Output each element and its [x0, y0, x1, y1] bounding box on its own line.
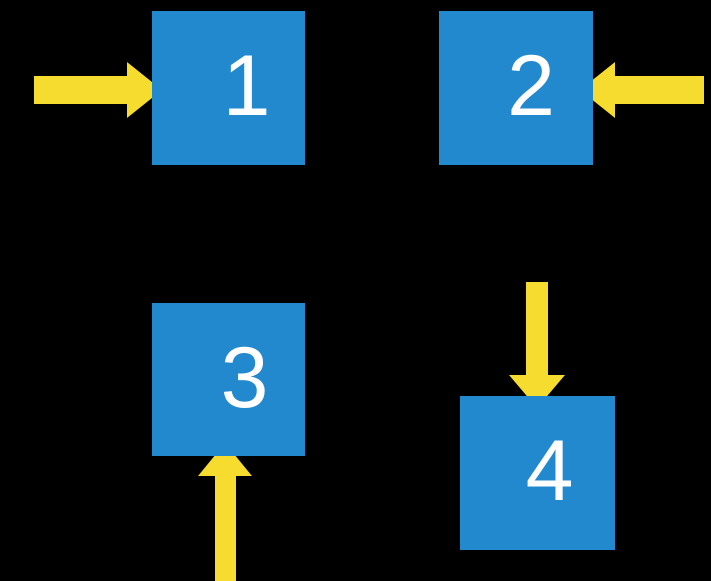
- node-label-3: 3: [220, 329, 269, 426]
- arrow-left-shape: [580, 62, 704, 118]
- arrow-down-into-node-4: [509, 282, 565, 408]
- node-label-2: 2: [507, 38, 555, 134]
- arrow-right-shape: [34, 62, 162, 118]
- arrow-left-into-node-2: [580, 62, 704, 118]
- arrow-up-into-node-3: [198, 443, 252, 581]
- arrow-right-into-node-1: [34, 62, 162, 118]
- node-box-4[interactable]: 4: [460, 396, 615, 550]
- node-box-1[interactable]: 1: [152, 11, 305, 165]
- node-label-1: 1: [222, 38, 271, 134]
- arrow-down-shape: [509, 282, 565, 408]
- node-box-3[interactable]: 3: [152, 303, 305, 456]
- node-label-4: 4: [525, 423, 574, 519]
- node-box-2[interactable]: 2: [439, 11, 593, 165]
- arrow-up-shape: [198, 443, 252, 581]
